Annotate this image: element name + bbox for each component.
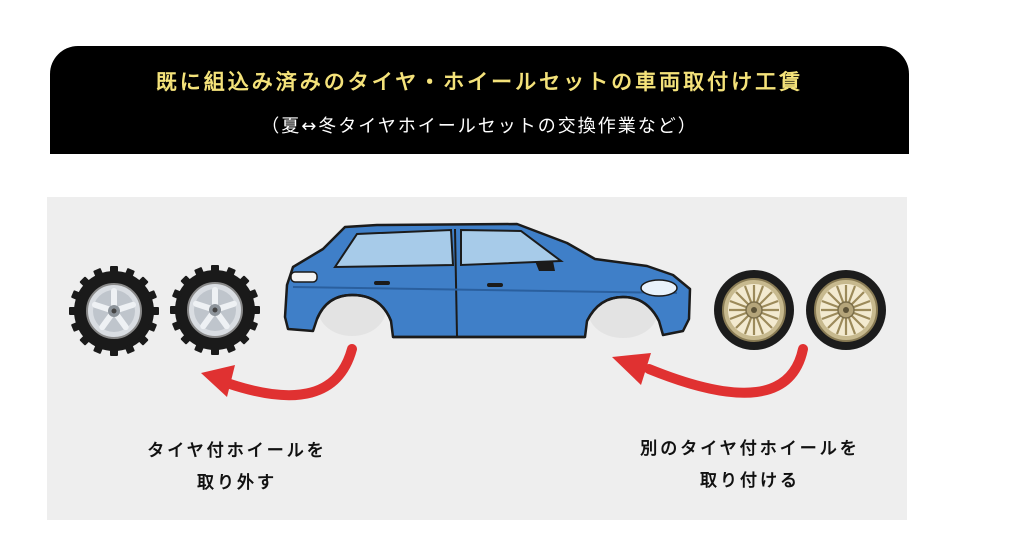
remove-caption-line2: 取り外す [197,473,277,493]
new-wheel-icon-2 [804,268,888,352]
new-wheel-icon-1 [712,268,796,352]
remove-caption-line1: タイヤ付ホイールを [147,441,327,461]
header-subtitle: （夏↔冬タイヤホイールセットの交換作業など） [261,116,698,137]
remove-arrow-icon [201,344,357,401]
remove-caption: タイヤ付ホイールを 取り外す [107,435,367,499]
removed-tire-icon-1 [69,266,159,356]
illustration-panel: タイヤ付ホイールを 取り外す 別のタイヤ付ホイールを 取り付ける [47,197,907,520]
header-title: 既に組込み済みのタイヤ・ホイールセットの車両取付け工賃 [155,70,804,94]
illustration [47,222,888,401]
blue-suv-icon [283,222,692,339]
install-caption-line2: 取り付ける [700,471,800,491]
install-caption-line1: 別のタイヤ付ホイールを [640,439,860,459]
install-caption: 別のタイヤ付ホイールを 取り付ける [607,433,893,497]
header-banner: 既に組込み済みのタイヤ・ホイールセットの車両取付け工賃 （夏↔冬タイヤホイールセ… [50,46,909,154]
removed-tire-icon-2 [170,265,260,355]
install-arrow-icon [612,344,808,398]
